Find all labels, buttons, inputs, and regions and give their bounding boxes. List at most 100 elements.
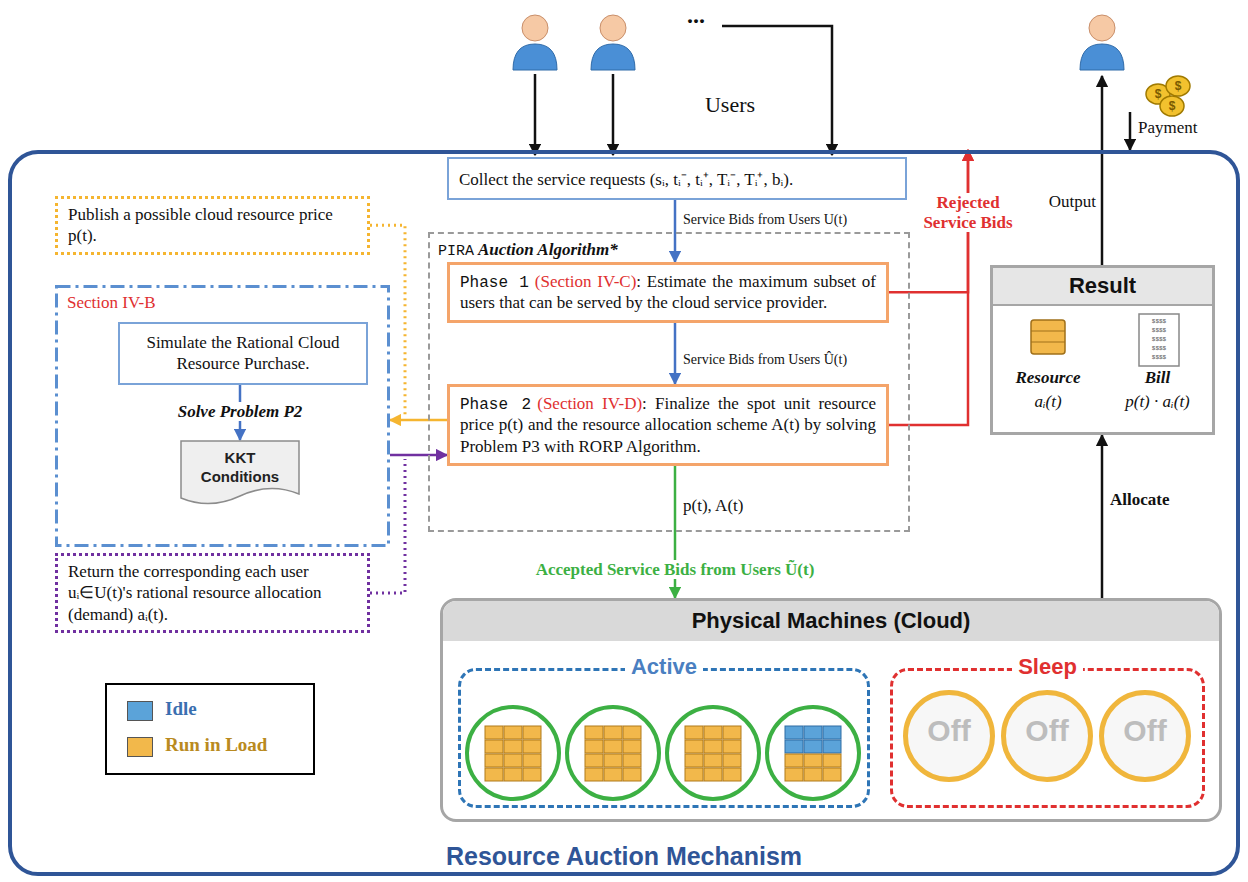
text-slot: Service Bids from Users U(t) — [683, 210, 923, 228]
user-body — [1080, 44, 1124, 70]
node-text: (Section IV-C) — [535, 272, 637, 291]
server-unit — [585, 768, 603, 781]
server-unit — [685, 740, 703, 753]
server-unit — [804, 754, 822, 767]
node-text: Phase 1 — [460, 274, 529, 292]
server-unit — [704, 768, 722, 781]
text-slot: ... — [676, 2, 716, 29]
text-slot: $ — [1165, 98, 1179, 114]
text-slot: Resource Auction Mechanism — [12, 842, 1236, 871]
server-unit — [485, 740, 503, 753]
output-arrow — [1101, 76, 1104, 265]
text-slot: Resource — [993, 368, 1103, 388]
text-slot: Rejected Service Bids — [916, 193, 1020, 232]
edge-label: Rejected Service Bids — [923, 193, 1012, 232]
server-unit — [523, 754, 541, 767]
text-slot: Run in Load — [165, 734, 305, 756]
coin — [1166, 76, 1190, 96]
node-outline — [461, 671, 867, 805]
legend-box: IdleRun in Load — [105, 683, 315, 775]
legend-swatch — [127, 701, 153, 721]
node-text: Phase 2 — [460, 396, 531, 414]
coin — [1160, 96, 1184, 116]
server-unit — [623, 740, 641, 753]
request-arrow — [612, 74, 615, 155]
request-arrow — [722, 26, 832, 155]
node-text: Active — [625, 654, 703, 680]
legend-text: Run in Load — [165, 734, 305, 756]
machine-ring — [567, 707, 659, 799]
user-head — [522, 15, 548, 41]
server-unit — [823, 726, 841, 739]
free-label: Output — [1049, 192, 1096, 211]
edge-label: Service Bids from Users U(t) — [683, 212, 847, 227]
text-slot: Physical Machines (Cloud) — [443, 601, 1219, 641]
server-unit — [804, 740, 822, 753]
server-unit — [785, 726, 803, 739]
server-unit — [585, 726, 603, 739]
free-label: Accepted Service Bids from Users Ũ(t) — [533, 560, 818, 579]
server-unit — [704, 740, 722, 753]
server-unit — [604, 726, 622, 739]
free-label: ... — [687, 2, 705, 28]
node-text: (Section IV-D) — [537, 394, 642, 413]
free-label: $$$$ — [1139, 318, 1179, 325]
free-label: Users — [705, 92, 755, 117]
text-slot: $$$$ — [1139, 345, 1179, 352]
machine-ring — [767, 707, 859, 799]
edge-label: p(t), A(t) — [683, 496, 743, 515]
connector — [674, 200, 677, 262]
text-slot: Active — [461, 654, 867, 680]
edge-label: Allocate — [1110, 490, 1169, 509]
payment-arrow — [1129, 112, 1132, 150]
node-text: Bill — [1103, 368, 1212, 388]
server-unit — [785, 768, 803, 781]
node-text: Result — [993, 268, 1212, 306]
active-group: Active — [458, 668, 870, 808]
server-unit — [623, 754, 641, 767]
connector — [390, 419, 447, 422]
server-unit — [804, 726, 822, 739]
server-unit — [685, 768, 703, 781]
connector — [1101, 435, 1104, 598]
server-unit — [485, 726, 503, 739]
text-slot: Sleep — [893, 654, 1202, 680]
text-slot: Users — [690, 92, 770, 118]
result-panel: ResultResourceaᵢ(t)Billp(t) · aᵢ(t) — [990, 265, 1215, 435]
node-text: Section IV-B — [67, 293, 156, 312]
free-label: $ — [1151, 86, 1165, 102]
server-unit — [723, 740, 741, 753]
request-arrow — [534, 74, 537, 155]
text-slot: Result — [993, 268, 1212, 306]
text-slot: Service Bids from Users Û(t) — [683, 350, 923, 368]
node-text: aᵢ(t) — [993, 392, 1103, 412]
off-circle: Off — [1099, 690, 1191, 782]
text-slot: Allocate — [1110, 490, 1200, 510]
phase-box: Phase 1(Section IV-C): Estimate the maxi… — [447, 262, 889, 323]
server-unit — [623, 726, 641, 739]
server-unit — [723, 768, 741, 781]
sleep-group: SleepOffOffOff — [890, 668, 1205, 808]
server-unit — [523, 740, 541, 753]
legend-text: Idle — [165, 698, 305, 720]
node-text: Publish a possible cloud resource price … — [68, 205, 333, 245]
process-box: Collect the service requests (sᵢ, tᵢ⁻, t… — [447, 157, 907, 200]
edge-label: Solve Problem P2 — [175, 402, 306, 421]
server-unit — [723, 726, 741, 739]
free-label: $ — [1171, 78, 1185, 94]
free-label: $$$$ — [1139, 336, 1179, 343]
server-unit — [485, 768, 503, 781]
user-head — [600, 15, 626, 41]
server-unit — [504, 726, 522, 739]
server-unit — [704, 726, 722, 739]
connector — [390, 454, 447, 457]
text-slot: Idle — [165, 698, 305, 720]
machine-ring — [667, 707, 759, 799]
node-text: Off — [927, 714, 970, 747]
user-body — [513, 44, 557, 70]
free-label: Payment — [1138, 118, 1198, 137]
text-slot: aᵢ(t) — [993, 392, 1103, 412]
server-unit — [523, 768, 541, 781]
resource-icon — [1031, 320, 1065, 354]
node-text: Auction Algorithm* — [478, 240, 618, 259]
